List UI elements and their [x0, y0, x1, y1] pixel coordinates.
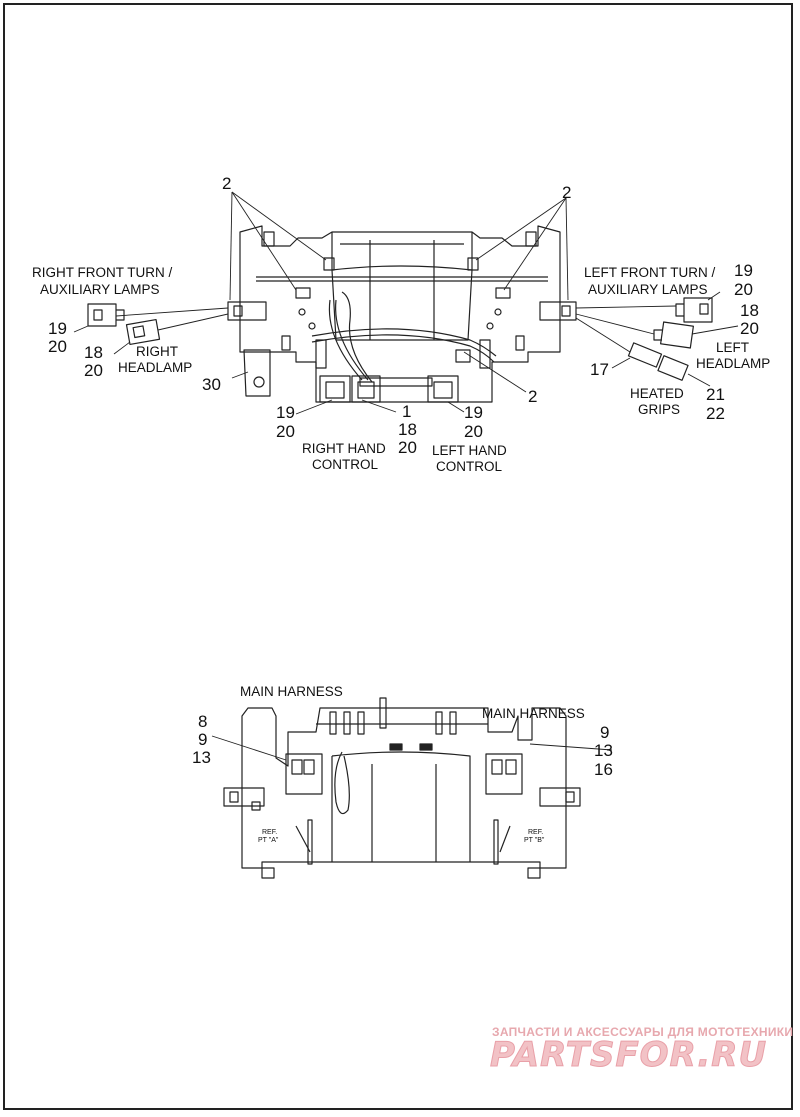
callout-21: 21: [706, 385, 725, 404]
callout-19-d: 19: [734, 261, 753, 280]
callout-20-c: 20: [276, 422, 295, 441]
label-right-hand-control-2: CONTROL: [312, 457, 378, 472]
watermark: ЗАПЧАСТИ И АКСЕССУАРЫ ДЛЯ МОТОТЕХНИКИ PA…: [490, 1025, 794, 1076]
callout-2-right: 2: [562, 183, 571, 202]
lower-bracket-assembly: [223, 697, 581, 879]
connector-right-turn: [87, 303, 125, 327]
lower-labels: MAIN HARNESS MAIN HARNESS 8 9 13 9 13 16…: [192, 684, 613, 844]
label-right-hand-control-1: RIGHT HAND: [302, 441, 386, 456]
connector-heated-grips: [627, 342, 689, 381]
connector-left-headlamp: [653, 321, 694, 349]
label-ref-b-2: PT "B": [524, 837, 545, 844]
label-left-headlamp-2: HEADLAMP: [696, 356, 770, 371]
callout-19-a: 19: [48, 319, 67, 338]
label-left-front-turn-1: LEFT FRONT TURN /: [584, 265, 716, 280]
callout-20-d: 20: [398, 438, 417, 457]
callout-1: 1: [402, 402, 411, 421]
label-ref-a-2: PT "A": [258, 837, 279, 844]
callout-18-a: 18: [84, 343, 103, 362]
page-border: [3, 3, 793, 1110]
label-left-front-turn-2: AUXILIARY LAMPS: [588, 282, 708, 297]
label-main-harness-right: MAIN HARNESS: [482, 706, 585, 721]
callout-13-left: 13: [192, 748, 211, 767]
callout-20-f: 20: [734, 280, 753, 299]
callout-9-right: 9: [600, 723, 609, 742]
callout-20-b: 20: [84, 361, 103, 380]
callout-20-a: 20: [48, 337, 67, 356]
lower-leader-lines: [211, 735, 613, 761]
callout-8: 8: [198, 712, 207, 731]
callout-2-left: 2: [222, 174, 231, 193]
callout-19-c: 19: [464, 403, 483, 422]
label-main-harness-left: MAIN HARNESS: [240, 684, 343, 699]
callout-22: 22: [706, 404, 725, 423]
label-right-front-turn-2: AUXILIARY LAMPS: [40, 282, 160, 297]
callout-2-lower: 2: [528, 387, 537, 406]
callout-30: 30: [202, 375, 221, 394]
callout-20-e: 20: [464, 422, 483, 441]
callout-18-c: 18: [740, 301, 759, 320]
label-left-hand-control-1: LEFT HAND: [432, 443, 507, 458]
label-left-headlamp-1: LEFT: [716, 340, 749, 355]
upper-bracket-assembly: [227, 225, 577, 403]
label-left-hand-control-2: CONTROL: [436, 459, 502, 474]
callout-20-g: 20: [740, 319, 759, 338]
callout-18-b: 18: [398, 420, 417, 439]
label-right-headlamp-2: HEADLAMP: [118, 360, 192, 375]
callout-19-b: 19: [276, 403, 295, 422]
label-heated-grips-1: HEATED: [630, 386, 684, 401]
callout-9-left: 9: [198, 730, 207, 749]
watermark-brand: PARTSFOR.RU: [490, 1035, 767, 1075]
connector-right-headlamp: [125, 318, 161, 346]
label-heated-grips-2: GRIPS: [638, 402, 680, 417]
label-ref-a-1: REF.: [262, 829, 277, 836]
label-ref-b-1: REF.: [528, 829, 543, 836]
upper-labels: RIGHT FRONT TURN / AUXILIARY LAMPS RIGHT…: [32, 265, 770, 474]
callout-13-right: 13: [594, 741, 613, 760]
connector-left-turn: [675, 297, 713, 323]
label-right-headlamp-1: RIGHT: [136, 344, 178, 359]
label-right-front-turn-1: RIGHT FRONT TURN /: [32, 265, 173, 280]
upper-leader-lines: [73, 191, 739, 415]
callout-17: 17: [590, 360, 609, 379]
callout-16: 16: [594, 760, 613, 779]
watermark-subtitle: ЗАПЧАСТИ И АКСЕССУАРЫ ДЛЯ МОТОТЕХНИКИ: [492, 1025, 793, 1039]
upper-callouts: 2 2 2 19 20 18 20 30 19 20 1 18 20 19 20…: [48, 174, 759, 457]
